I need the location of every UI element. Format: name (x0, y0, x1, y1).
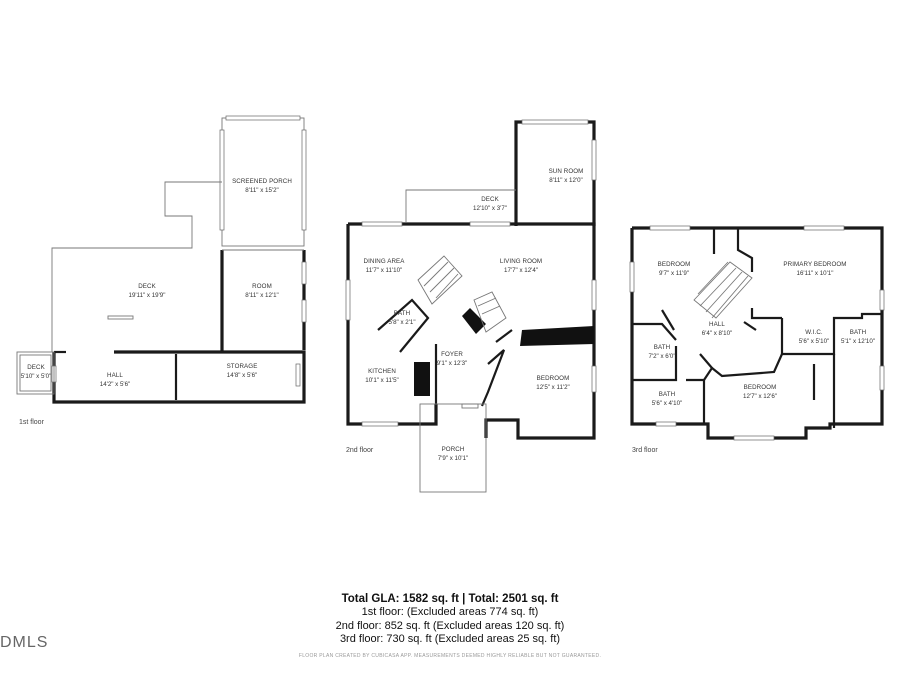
room-name: BATH (654, 344, 670, 351)
room-dims: 5'6" x 5'10" (799, 338, 830, 345)
room-name: DECK (138, 283, 156, 290)
second-floor-area: 2nd floor: 852 sq. ft (Excluded areas 12… (335, 619, 565, 632)
room-name: FOYER (441, 351, 463, 358)
first-floor-area: 1st floor: (Excluded areas 774 sq. ft) (361, 606, 539, 618)
room-dims: 14'8" x 5'6" (227, 372, 258, 379)
floor-label: 2nd floor (346, 447, 374, 454)
room-dims: 12'7" x 12'6" (743, 393, 777, 400)
third-floor-plan: BEDROOM 9'7" x 11'9" PRIMARY BEDROOM 16'… (629, 225, 885, 454)
room-name: SCREENED PORCH (232, 178, 292, 185)
room-name: ROOM (252, 283, 272, 290)
room-name: BEDROOM (537, 375, 570, 382)
room-dims: 5'1" x 12'10" (841, 338, 875, 345)
room-name: W.I.C. (805, 329, 823, 336)
room-name: BATH (394, 310, 410, 317)
room-name: HALL (107, 372, 123, 379)
room-name: BATH (659, 391, 675, 398)
room-name: BEDROOM (658, 261, 691, 268)
room-name: PORCH (442, 446, 465, 453)
first-floor-plan: SCREENED PORCH 8'11" x 15'2" DECK 19'11"… (16, 115, 307, 426)
room-dims: 7'2" x 6'0" (648, 353, 675, 360)
room-dims: 19'11" x 19'9" (129, 292, 166, 299)
room-name: DINING AREA (364, 258, 406, 265)
room-name: PRIMARY BEDROOM (783, 261, 846, 268)
room-name: DECK (27, 364, 45, 371)
room-dims: 16'11" x 10'1" (797, 270, 834, 277)
room-dims: 8'11" x 12'1" (245, 292, 278, 299)
room-dims: 9'7" x 11'9" (659, 270, 689, 277)
credit-note: FLOOR PLAN CREATED BY CUBICASA APP. MEAS… (298, 653, 602, 659)
room-name: LIVING ROOM (500, 258, 542, 265)
room-dims: 10'1" x 11'5" (365, 377, 398, 384)
room-dims: 17'7" x 12'4" (504, 267, 538, 274)
room-dims: 11'7" x 11'10" (366, 267, 402, 274)
area-summary: Total GLA: 1582 sq. ft | Total: 2501 sq.… (250, 592, 650, 647)
room-dims: 8'11" x 12'0" (549, 177, 582, 184)
floor-label: 3rd floor (632, 447, 658, 454)
second-floor-plan: SUN ROOM 8'11" x 12'0" DECK 12'10" x 3'7… (345, 119, 597, 493)
room-dims: 12'5" x 11'2" (536, 384, 569, 391)
room-dims: 5'8" x 2'1" (388, 319, 415, 326)
room-name: STORAGE (227, 363, 258, 370)
room-name: BEDROOM (744, 384, 777, 391)
logo: DMLS (0, 634, 49, 651)
room-name: DECK (481, 196, 499, 203)
room-name: KITCHEN (368, 368, 396, 375)
room-dims: 9'1" x 12'3" (437, 360, 468, 367)
room-dims: 5'6" x 4'10" (652, 400, 683, 407)
room-dims: 6'4" x 8'10" (702, 330, 733, 337)
room-name: BATH (850, 329, 866, 336)
room-dims: 8'11" x 15'2" (245, 187, 278, 194)
total-area: Total GLA: 1582 sq. ft | Total: 2501 sq.… (341, 593, 559, 605)
room-dims: 14'2" x 5'6" (100, 381, 131, 388)
third-floor-area: 3rd floor: 730 sq. ft (Excluded areas 25… (339, 633, 561, 645)
room-dims: 7'9" x 10'1" (438, 455, 469, 462)
room-name: SUN ROOM (549, 168, 584, 175)
room-dims: 5'10" x 5'0" (21, 373, 52, 380)
floor-label: 1st floor (19, 419, 45, 426)
room-name: HALL (709, 321, 725, 328)
room-dims: 12'10" x 3'7" (473, 205, 507, 212)
